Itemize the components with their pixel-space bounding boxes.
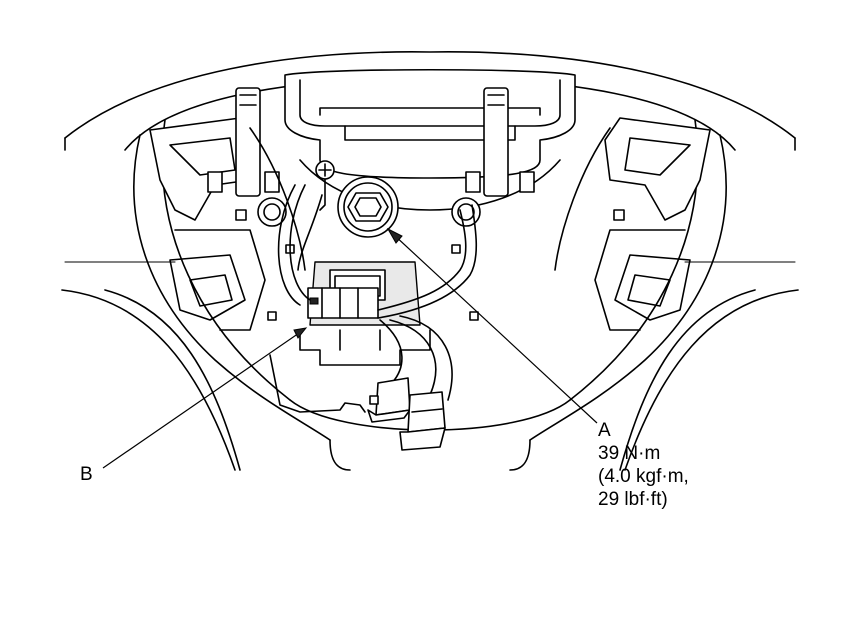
callout-b-label: B <box>80 464 93 485</box>
connector-block <box>269 261 431 413</box>
harness-plugs <box>367 377 446 451</box>
ground-screw <box>297 160 335 271</box>
center-bolt <box>337 176 399 238</box>
wire-harness <box>277 184 478 401</box>
left-spoke-assembly <box>149 87 306 331</box>
leader-line-b <box>102 330 303 469</box>
callout-a-torque-kgf: (4.0 kgf·m, <box>598 466 689 487</box>
callout-a-label: A <box>598 420 611 441</box>
leader-arrow-a <box>386 227 403 244</box>
steering-wheel-rim <box>61 51 799 471</box>
callout-a-torque-lbf: 29 lbf·ft) <box>598 489 668 510</box>
callout-a-torque-nm: 39 N·m <box>598 443 661 464</box>
leader-line-a <box>392 233 598 424</box>
right-spoke-assembly <box>451 87 711 331</box>
leader-arrow-b <box>293 327 308 339</box>
